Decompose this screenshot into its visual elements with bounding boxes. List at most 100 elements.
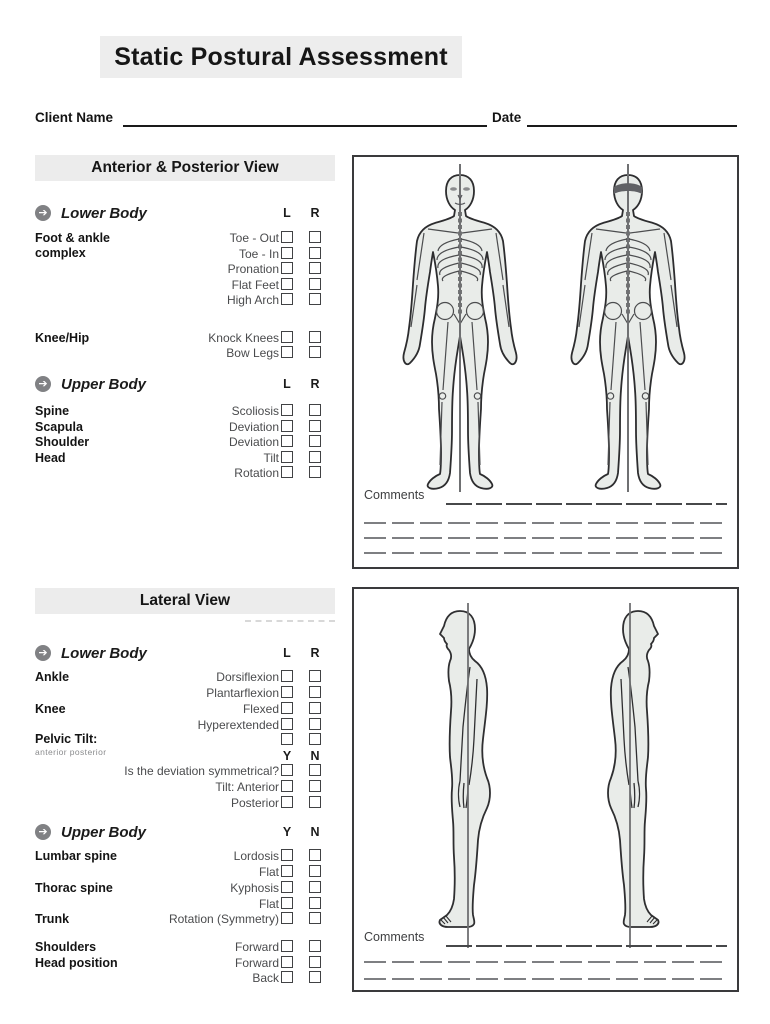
checkbox-left[interactable]: [281, 733, 293, 745]
body-area-label: Lumbar spine: [35, 849, 117, 863]
checkbox-left[interactable]: [281, 686, 293, 698]
checkbox-yes[interactable]: [281, 764, 293, 776]
comment-line[interactable]: [446, 503, 727, 505]
checkbox-left[interactable]: [281, 331, 293, 343]
group-title: Upper Body: [61, 376, 147, 393]
lateral-silhouette-left-facing: [438, 603, 491, 948]
assessment-row: Kyphosis: [35, 881, 335, 895]
checkbox-no[interactable]: [309, 849, 321, 861]
column-header-yes: Y: [282, 749, 292, 763]
date-line[interactable]: [527, 125, 737, 127]
checkbox-no[interactable]: [309, 956, 321, 968]
checkbox-left[interactable]: [281, 346, 293, 358]
checkbox-left[interactable]: [281, 278, 293, 290]
checkbox-right[interactable]: [309, 733, 321, 745]
checkbox-right[interactable]: [309, 346, 321, 358]
checkbox-left[interactable]: [281, 420, 293, 432]
checkbox-yes[interactable]: [281, 881, 293, 893]
checkbox-yes[interactable]: [281, 796, 293, 808]
checkbox-yes[interactable]: [281, 912, 293, 924]
condition-label: Flexed: [242, 702, 279, 716]
lateral-silhouette-right-facing: [607, 603, 660, 948]
checkbox-right[interactable]: [309, 466, 321, 478]
checkbox-right[interactable]: [309, 686, 321, 698]
checkbox-left[interactable]: [281, 451, 293, 463]
assessment-row: Tilt: Anterior: [35, 780, 335, 794]
checkbox-no[interactable]: [309, 940, 321, 952]
checkbox-left[interactable]: [281, 404, 293, 416]
checkbox-right[interactable]: [309, 435, 321, 447]
checkbox-yes[interactable]: [281, 849, 293, 861]
checkbox-yes[interactable]: [281, 971, 293, 983]
comment-line[interactable]: [364, 961, 727, 963]
checkbox-no[interactable]: [309, 971, 321, 983]
checkbox-right[interactable]: [309, 702, 321, 714]
checkbox-yes[interactable]: [281, 940, 293, 952]
checkbox-right[interactable]: [309, 278, 321, 290]
checkbox-yes[interactable]: [281, 897, 293, 909]
checkbox-left[interactable]: [281, 670, 293, 682]
checkbox-right[interactable]: [309, 262, 321, 274]
comment-line[interactable]: [364, 522, 727, 524]
condition-label: Deviation: [228, 435, 279, 449]
condition-label: Flat Feet: [231, 278, 279, 292]
arrow-right-circle-icon: ➔: [35, 376, 51, 392]
checkbox-yes[interactable]: [281, 956, 293, 968]
checkbox-left[interactable]: [281, 435, 293, 447]
condition-label: Scoliosis: [231, 404, 279, 418]
body-area-sublabel: anterior posterior: [35, 747, 107, 757]
assessment-row: Deviation: [35, 420, 335, 434]
anterior-skeleton-figure: [380, 162, 540, 494]
checkbox-left[interactable]: [281, 466, 293, 478]
checkbox-right[interactable]: [309, 670, 321, 682]
assessment-row: High Arch: [35, 293, 335, 307]
condition-label: Plantarflexion: [206, 686, 279, 700]
checkbox-left[interactable]: [281, 293, 293, 305]
assessment-row: Back: [35, 971, 335, 985]
checkbox-right[interactable]: [309, 404, 321, 416]
comment-line[interactable]: [364, 978, 727, 980]
assessment-row: Flat Feet: [35, 278, 335, 292]
checkbox-left[interactable]: [281, 718, 293, 730]
checkbox-yes[interactable]: [281, 780, 293, 792]
checkbox-no[interactable]: [309, 897, 321, 909]
condition-label: Dorsiflexion: [216, 670, 279, 684]
comment-line[interactable]: [446, 945, 727, 947]
comments-label: Comments: [364, 488, 425, 502]
checkbox-right[interactable]: [309, 420, 321, 432]
section-header-anterior-posterior: Anterior & Posterior View: [35, 155, 335, 181]
client-name-line[interactable]: [123, 125, 487, 127]
condition-label: Flat: [258, 865, 279, 879]
checkbox-left[interactable]: [281, 247, 293, 259]
column-header-yes: Y: [282, 825, 292, 839]
column-header-right: R: [310, 646, 320, 660]
checkbox-left[interactable]: [281, 702, 293, 714]
checkbox-yes[interactable]: [281, 865, 293, 877]
checkbox-no[interactable]: [309, 881, 321, 893]
checkbox-right[interactable]: [309, 718, 321, 730]
checkbox-no[interactable]: [309, 764, 321, 776]
column-header-right: R: [310, 377, 320, 391]
assessment-row: Bow Legs: [35, 346, 335, 360]
checkbox-right[interactable]: [309, 293, 321, 305]
checkbox-left[interactable]: [281, 262, 293, 274]
checkbox-right[interactable]: [309, 331, 321, 343]
checkbox-no[interactable]: [309, 796, 321, 808]
column-header-right: R: [310, 206, 320, 220]
checkbox-no[interactable]: [309, 780, 321, 792]
condition-label: Is the deviation symmetrical?: [124, 764, 279, 778]
checkbox-right[interactable]: [309, 231, 321, 243]
checkbox-right[interactable]: [309, 451, 321, 463]
condition-label: Tilt: [263, 451, 279, 465]
condition-label: Kyphosis: [230, 881, 279, 895]
checkbox-no[interactable]: [309, 865, 321, 877]
condition-label: Tilt: Anterior: [215, 780, 279, 794]
checkbox-no[interactable]: [309, 912, 321, 924]
checkbox-left[interactable]: [281, 231, 293, 243]
assessment-row: Lordosis: [35, 849, 335, 863]
comment-line[interactable]: [364, 537, 727, 539]
section-header-lateral: Lateral View: [35, 588, 335, 614]
comment-line[interactable]: [364, 552, 727, 554]
checkbox-right[interactable]: [309, 247, 321, 259]
